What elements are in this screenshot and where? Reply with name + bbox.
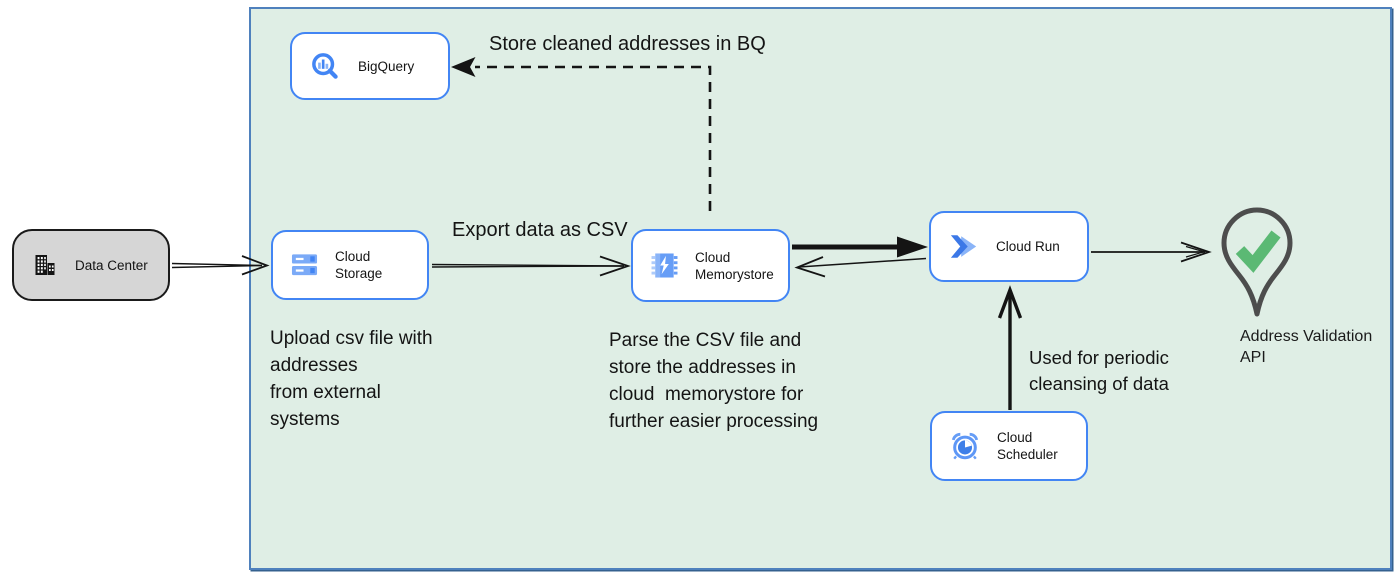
alarm-clock-icon [950,431,980,462]
note-upload-csv: Upload csv file with addresses from exte… [270,328,433,430]
node-label: Cloud Scheduler [997,430,1058,462]
node-cloud-memorystore[interactable]: Cloud Memorystore [631,229,790,302]
cloud-run-chevron-icon [949,233,979,260]
note-parse-csv: Parse the CSV file and store the address… [609,330,819,432]
label-store-cleaned-bq: Store cleaned addresses in BQ [489,33,766,55]
map-pin-checkmark-icon [1221,207,1293,317]
node-cloud-run[interactable]: Cloud Run [929,211,1089,282]
building-icon [32,252,58,278]
node-cloud-storage[interactable]: Cloud Storage [271,230,429,300]
node-label: BigQuery [358,58,415,74]
storage-buckets-icon [291,253,318,277]
node-cloud-scheduler[interactable]: Cloud Scheduler [930,411,1088,481]
node-label: Data Center [75,257,148,273]
note-periodic-cleansing: Used for periodic cleansing of data [1029,347,1169,394]
node-label: Cloud Run [996,239,1060,254]
address-validation-label: Address Validation API [1240,328,1373,366]
node-bigquery[interactable]: BigQuery [290,32,450,100]
label-export-csv: Export data as CSV [452,219,628,241]
node-label: Cloud Storage [335,249,383,281]
address-validation-pin[interactable] [1217,204,1297,327]
memorystore-chip-icon [651,253,678,278]
gcp-zone-container [249,7,1392,570]
node-data-center[interactable]: Data Center [12,229,170,301]
node-label: Cloud Memorystore [695,249,774,282]
bigquery-magnifier-icon [310,51,341,82]
